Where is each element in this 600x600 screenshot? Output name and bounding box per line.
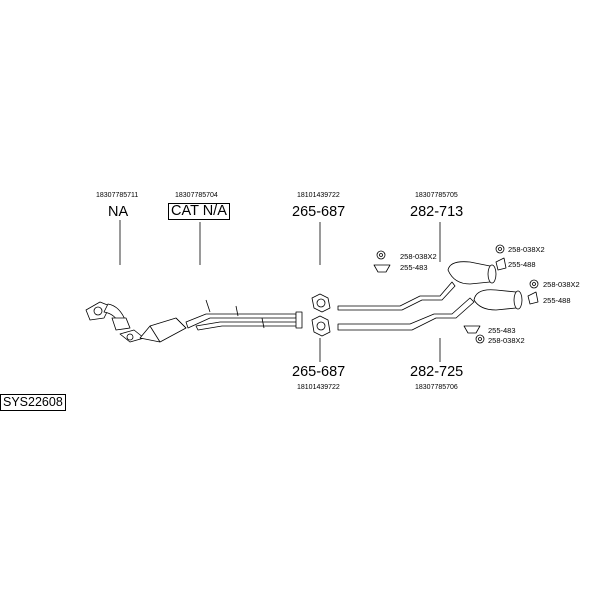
- downpipe-part-number: NA: [108, 204, 129, 220]
- hardware-label: 255-483: [400, 263, 428, 272]
- hardware-label: 258-038X2: [400, 252, 437, 261]
- hanger-icon: [495, 257, 507, 271]
- catalyst-oem-number: 18307785704: [175, 192, 218, 199]
- hardware-label: 255-488: [543, 296, 571, 305]
- hanger-icon: [527, 291, 539, 305]
- clamp-bottom: [311, 315, 331, 337]
- hardware-label: 255-488: [508, 260, 536, 269]
- rear-top-part-number: 282-713: [410, 204, 464, 220]
- hanger-icon: [373, 264, 391, 273]
- hanger-icon: [463, 325, 481, 334]
- downpipe: [85, 301, 145, 343]
- downpipe-oem-number: 18307785711: [96, 192, 139, 199]
- clamp-top: [311, 293, 331, 313]
- hardware-label: 255-483: [488, 326, 516, 335]
- rear-top-oem-number: 18307785705: [415, 192, 458, 199]
- hardware-label: 258-038X2: [543, 280, 580, 289]
- catalyst-part-number: CAT N/A: [168, 203, 230, 220]
- mount-icon: [376, 250, 386, 260]
- hardware-label: 258-038X2: [508, 245, 545, 254]
- system-code: SYS22608: [0, 394, 66, 411]
- rear-bottom-part-number: 282-725: [410, 364, 464, 380]
- rear-bottom-oem-number: 18307785706: [415, 384, 458, 391]
- mount-icon: [495, 244, 505, 254]
- mount-icon: [475, 334, 485, 344]
- clamp-bottom-part-number: 265-687: [292, 364, 346, 380]
- catalyst: [139, 299, 303, 343]
- hardware-label: 258-038X2: [488, 336, 525, 345]
- mount-icon: [529, 279, 539, 289]
- rear-section-bottom: [337, 289, 523, 331]
- rear-section-top: [337, 261, 497, 311]
- clamp-top-oem-number: 18101439722: [297, 192, 340, 199]
- clamp-bottom-oem-number: 18101439722: [297, 384, 340, 391]
- clamp-top-part-number: 265-687: [292, 204, 346, 220]
